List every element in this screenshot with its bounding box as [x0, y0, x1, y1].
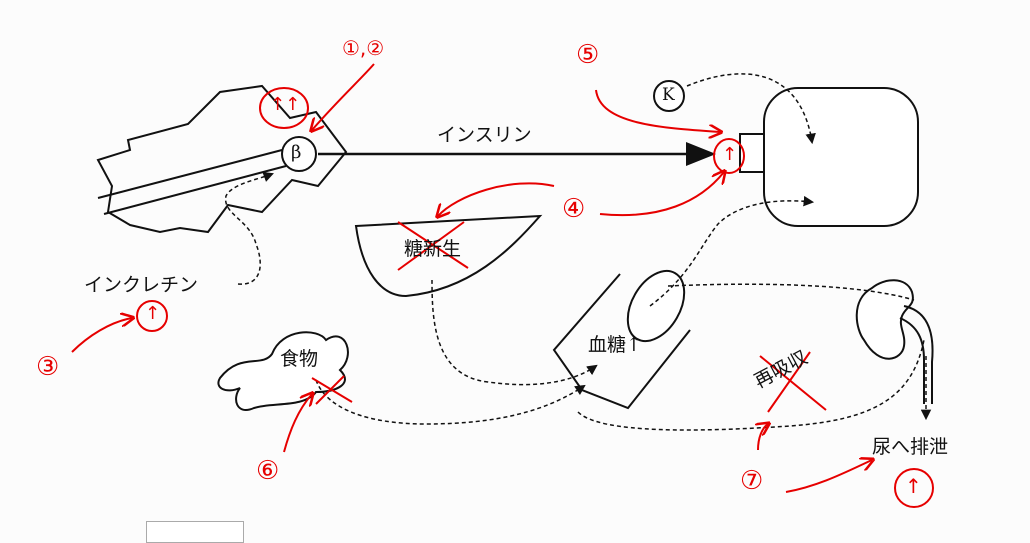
annotations [71, 63, 934, 508]
annotation-5: ⑤ [576, 40, 600, 70]
annotation-7: ⑦ [740, 466, 764, 496]
annotation-3: ③ [36, 352, 60, 382]
beta-up-circle [259, 87, 309, 129]
circle-7-arrow-up [758, 424, 768, 451]
receptor-up-mark: ↑ [722, 144, 738, 165]
food-cross-1 [311, 377, 353, 403]
ureter-2 [903, 305, 934, 404]
annotation-4: ④ [562, 194, 586, 224]
circle-5-arrow [595, 89, 720, 132]
beta-double-up-mark: ↑↑ [270, 94, 301, 115]
pancreatic-duct-2 [103, 165, 287, 215]
gluconeo-cross-2 [397, 221, 465, 271]
urine-excretion-label: 尿へ排泄 [872, 436, 949, 458]
insulin-arrowhead [686, 142, 716, 166]
annotation-6: ⑥ [256, 456, 280, 486]
liver-shape [354, 214, 543, 298]
food-to-blood-flow [315, 379, 586, 425]
annotation-1-2: ①,② [342, 36, 385, 60]
excretion-up-mark: ↑ [905, 474, 922, 498]
kidney-shape [855, 279, 914, 360]
blood-glucose-label: 血糖↑ [588, 334, 642, 356]
pancreas-shape [96, 84, 348, 234]
food-cross-2 [315, 375, 345, 405]
receptor-up-circle [713, 138, 745, 174]
circle-4-arrow-right [599, 172, 724, 217]
k-circle [653, 80, 685, 112]
incretin-flow [225, 172, 274, 285]
blood-to-cell-flow [649, 195, 815, 307]
insulin-label: インスリン [437, 124, 532, 146]
circle-7-arrow-right [785, 460, 872, 493]
target-cell [763, 87, 919, 227]
k-to-cell-arrow [686, 73, 816, 145]
gluconeogenesis-label: 糖新生 [404, 238, 462, 260]
pancreatic-duct [97, 149, 283, 199]
circle-6-arrow [283, 394, 312, 453]
circle-1-2-arrow [312, 63, 375, 130]
liver-to-blood-flow [431, 279, 598, 386]
incretin-label: インクレチン [84, 274, 199, 296]
circle-3-arrow [71, 318, 132, 353]
incretin-up-circle [136, 300, 168, 332]
beta-label: β [291, 142, 302, 163]
food-label: 食物 [280, 348, 319, 370]
k-label: K [662, 85, 675, 105]
page-box [146, 521, 244, 543]
reabsorption-flow [577, 339, 925, 431]
incretin-up-mark: ↑ [145, 303, 161, 324]
beta-cell-circle [281, 136, 317, 172]
excretion-up-circle [894, 468, 934, 508]
blood-to-kidney-flow [667, 283, 915, 301]
circle-4-arrow-left [438, 182, 555, 216]
ureter [899, 317, 925, 404]
reabsorb-cross-2 [767, 351, 811, 413]
reabsorb-cross-1 [759, 355, 827, 411]
